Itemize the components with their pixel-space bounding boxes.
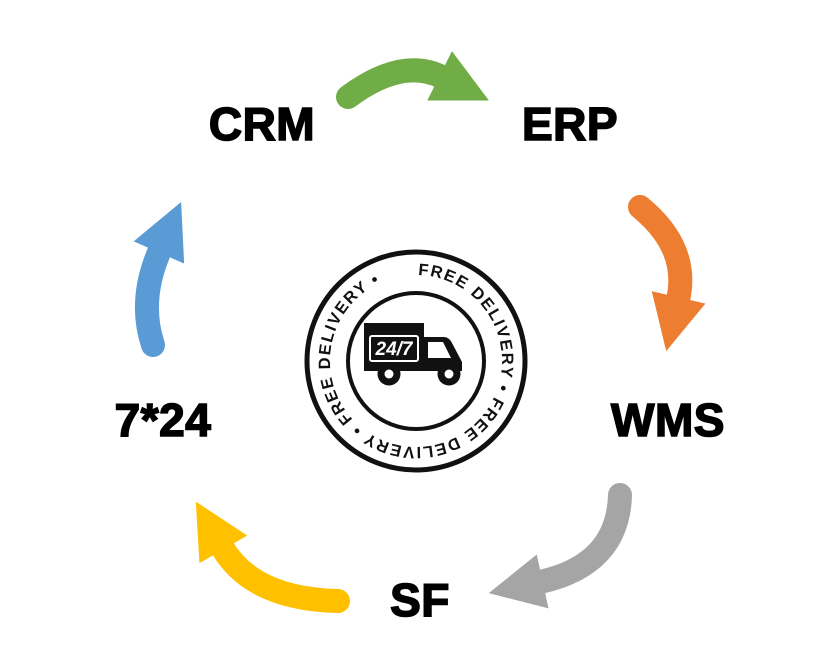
free-delivery-badge: FREE DELIVERY • FREE DELIVERY • FREE DEL… xyxy=(304,249,528,473)
node-label-wms: WMS xyxy=(610,393,725,447)
truck-24-7-label: 24/7 xyxy=(375,339,414,360)
arrow-wms-to-sf xyxy=(488,483,632,609)
node-label-crm: CRM xyxy=(208,97,316,151)
arrow-sf-to-724 xyxy=(195,501,350,613)
node-label-erp: ERP xyxy=(521,97,619,151)
truck-window xyxy=(428,342,451,358)
arrow-724-to-crm xyxy=(133,201,185,357)
truck-rear-hub xyxy=(384,369,394,379)
node-label-sf: SF xyxy=(389,573,450,627)
node-label-724: 7*24 xyxy=(114,393,212,447)
arrow-erp-to-wms xyxy=(628,195,706,352)
delivery-truck-icon: 24/7 xyxy=(364,323,462,386)
truck-cargo-box xyxy=(364,323,424,371)
truck-label-frame xyxy=(369,335,419,362)
arrow-crm-to-erp xyxy=(336,51,489,109)
truck-front-hub xyxy=(444,369,454,379)
